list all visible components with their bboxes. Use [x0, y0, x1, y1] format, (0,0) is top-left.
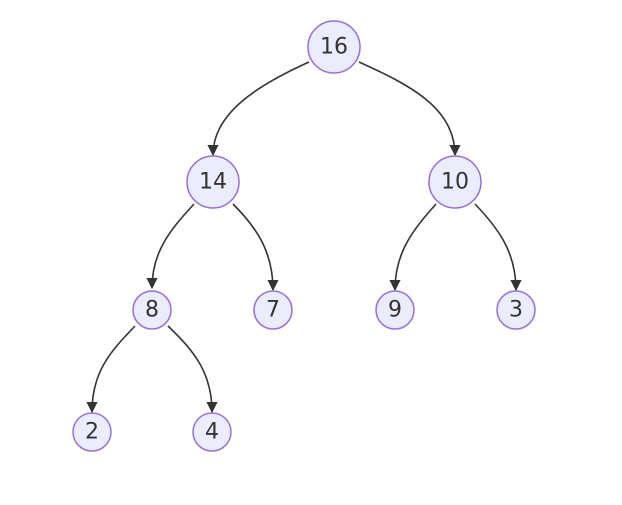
node-circle [192, 412, 232, 452]
node-label: 7 [266, 298, 280, 323]
node-label: 2 [85, 420, 99, 445]
node-label: 9 [388, 298, 402, 323]
node-label: 14 [199, 170, 227, 195]
node-circle [496, 290, 536, 330]
node-label: 3 [509, 298, 523, 323]
node-circle [253, 290, 293, 330]
node-circle [307, 20, 361, 74]
node-label: 4 [205, 420, 219, 445]
node-label: 10 [441, 170, 469, 195]
edge-8-4 [167, 325, 218, 414]
tree-node: 2 [72, 412, 112, 452]
edge-16-14 [207, 61, 310, 157]
edge-14-8 [146, 203, 195, 290]
edges [86, 61, 522, 414]
edge-10-9 [389, 203, 437, 292]
nodes: 16 14 10 8 7 9 3 2 [72, 20, 536, 452]
node-label: 16 [320, 35, 348, 60]
edge-16-10 [358, 61, 461, 157]
edge-8-2 [86, 325, 136, 414]
tree-node: 4 [192, 412, 232, 452]
node-circle [72, 412, 112, 452]
node-circle [428, 155, 482, 209]
tree-node: 8 [132, 290, 172, 330]
edge-10-3 [474, 203, 522, 292]
edge-14-7 [232, 203, 279, 292]
node-circle [132, 290, 172, 330]
tree-node: 3 [496, 290, 536, 330]
node-circle [186, 155, 240, 209]
tree-node: 16 [307, 20, 361, 74]
node-label: 8 [145, 298, 159, 323]
tree-node: 10 [428, 155, 482, 209]
tree-node: 7 [253, 290, 293, 330]
tree-node: 14 [186, 155, 240, 209]
node-circle [375, 290, 415, 330]
tree-node: 9 [375, 290, 415, 330]
